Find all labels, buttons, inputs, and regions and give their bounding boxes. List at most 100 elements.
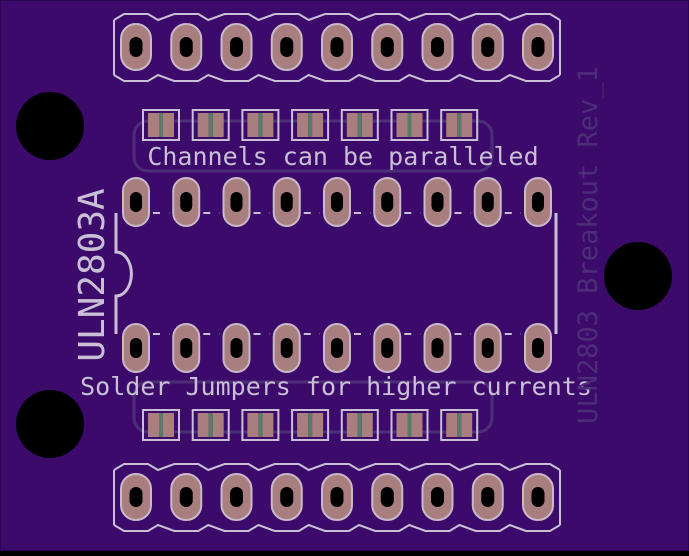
- solder-jumper-gap: [208, 113, 213, 137]
- solder-jumper-gap: [357, 113, 362, 137]
- solder-jumper-outline: [241, 109, 280, 141]
- header-outline: [113, 13, 561, 22]
- solder-jumper-pad: [212, 113, 224, 137]
- solder-jumper-gap: [407, 113, 412, 137]
- pad-drill-hole: [481, 487, 495, 507]
- pad-drill-hole: [129, 487, 143, 507]
- solder-jumper-pad: [148, 413, 159, 437]
- pad-drill-hole: [381, 338, 394, 358]
- pad-drill-hole: [179, 37, 193, 57]
- mounting-holes-group: [16, 92, 672, 458]
- solder-jumper-pad: [163, 113, 174, 137]
- pad-drill-hole: [431, 192, 444, 212]
- board-label-text: ULN2803 Breakout Rev_1: [573, 66, 604, 424]
- pad-drill-hole: [481, 338, 494, 358]
- solder-jumper-pad: [446, 413, 458, 437]
- pad-drill-hole: [280, 487, 294, 507]
- pad-drill-hole: [380, 487, 394, 507]
- solder-jumper-pad: [312, 113, 324, 137]
- solder-jumper-outline: [191, 109, 230, 141]
- solder-jumper-pad: [461, 413, 473, 437]
- solder-jumper-gap: [457, 113, 462, 137]
- bottom-note-text: Solder Jumpers for higher currents: [80, 372, 592, 401]
- pad-drill-hole: [280, 192, 293, 212]
- solder-jumper-gap: [258, 113, 263, 137]
- pad-drill-hole: [481, 192, 494, 212]
- solder-jumper-outline: [142, 109, 180, 141]
- solder-jumper-gap: [159, 113, 163, 137]
- solder-jumper-gap: [308, 113, 313, 137]
- mounting-hole: [16, 390, 84, 458]
- solder-jumper-gap: [159, 413, 163, 437]
- solder-jumper-pad: [262, 113, 274, 137]
- header-outline: [113, 73, 561, 82]
- solder-jumper-pad: [262, 413, 274, 437]
- solder-jumper-pad: [346, 113, 358, 137]
- solder-jumper-pad: [197, 413, 209, 437]
- solder-jumper-gap: [258, 413, 263, 437]
- pad-drill-hole: [381, 192, 394, 212]
- solder-jumper-pad: [297, 413, 309, 437]
- solder-jumper-pad: [247, 413, 259, 437]
- solder-jumper-outline: [191, 409, 230, 441]
- pad-drill-hole: [130, 192, 142, 212]
- pad-drill-hole: [330, 487, 344, 507]
- pad-drill-hole: [180, 192, 193, 212]
- pad-drill-hole: [180, 338, 193, 358]
- solder-jumper-pad: [411, 413, 423, 437]
- solder-jumper-outline: [142, 409, 180, 441]
- pad-drill-hole: [280, 338, 293, 358]
- pad-drill-hole: [531, 37, 545, 57]
- pad-drill-hole: [230, 487, 243, 507]
- ic-notch-outline: [114, 213, 133, 334]
- pad-drill-hole: [130, 338, 142, 358]
- solder-jumper-pad: [396, 113, 408, 137]
- solder-jumper-outline: [340, 409, 379, 441]
- solder-jumper-pad: [396, 413, 408, 437]
- header-outline: [113, 523, 561, 532]
- solder-jumper-outline: [440, 409, 479, 441]
- solder-jumper-gap: [407, 413, 412, 437]
- silkscreen-group: [113, 13, 561, 532]
- solder-jumper-pad: [197, 113, 209, 137]
- solder-jumper-gap: [357, 413, 362, 437]
- top-note-text: Channels can be paralleled: [147, 142, 538, 171]
- solder-jumper-outline: [291, 409, 330, 441]
- solder-jumper-pad: [247, 113, 259, 137]
- pad-drill-hole: [481, 37, 495, 57]
- solder-jumper-pad: [346, 413, 358, 437]
- solder-jumper-outline: [440, 109, 479, 141]
- pad-drill-hole: [331, 192, 343, 212]
- solder-jumper-pad: [361, 113, 373, 137]
- solder-jumper-pad: [312, 413, 324, 437]
- mounting-hole: [16, 92, 84, 160]
- pad-drill-hole: [331, 338, 343, 358]
- pad-drill-hole: [230, 37, 243, 57]
- solder-jumper-pad: [163, 413, 174, 437]
- chip-label-text: ULN2803A: [72, 188, 113, 362]
- pad-drill-hole: [280, 37, 294, 57]
- pad-drill-hole: [431, 487, 444, 507]
- solder-jumpers-group: [142, 109, 479, 441]
- solder-jumper-gap: [457, 413, 462, 437]
- solder-jumper-pad: [297, 113, 309, 137]
- pad-drill-hole: [431, 338, 444, 358]
- solder-jumper-pad: [361, 413, 373, 437]
- pad-drill-hole: [230, 192, 243, 212]
- header-outline: [113, 463, 561, 472]
- mounting-hole: [604, 242, 672, 310]
- solder-jumper-gap: [208, 413, 213, 437]
- solder-jumper-outline: [390, 109, 429, 141]
- solder-jumper-gap: [308, 413, 313, 437]
- pad-drill-hole: [532, 192, 544, 212]
- solder-jumper-pad: [411, 113, 423, 137]
- solder-jumper-pad: [212, 413, 224, 437]
- pad-drill-hole: [431, 37, 444, 57]
- pad-drill-hole: [230, 338, 243, 358]
- pad-drill-hole: [532, 338, 544, 358]
- solder-jumper-outline: [291, 109, 330, 141]
- pad-drill-hole: [129, 37, 143, 57]
